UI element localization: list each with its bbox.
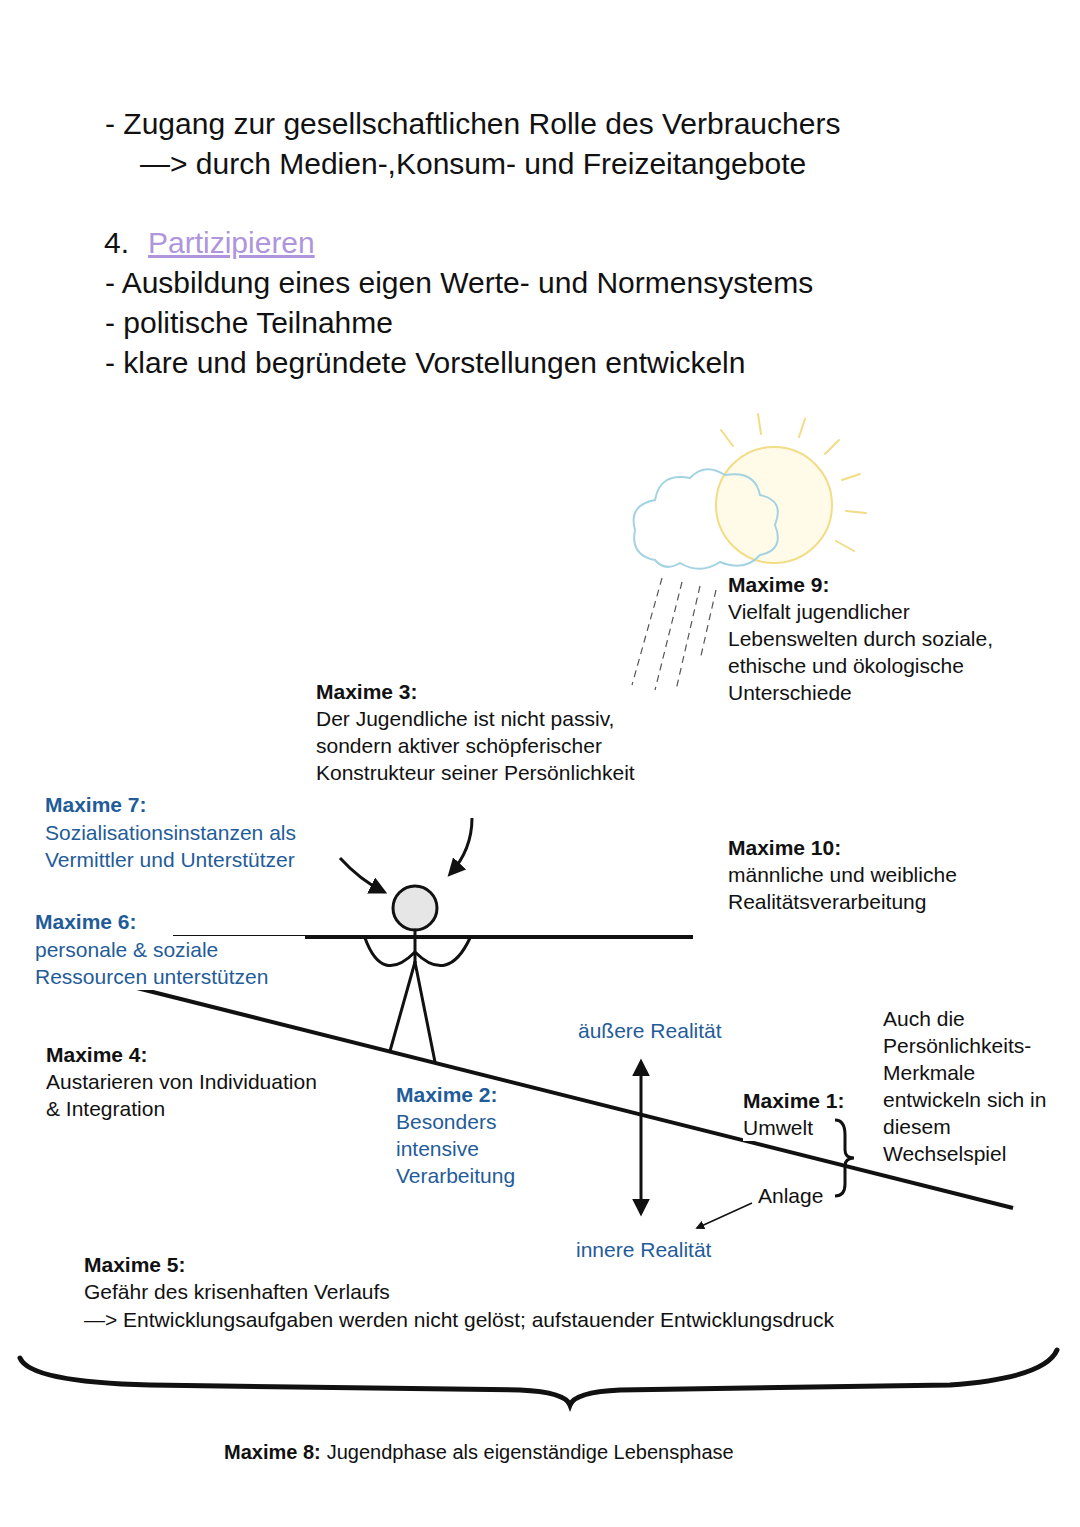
rain-line xyxy=(632,578,662,685)
sun-ray xyxy=(842,474,860,480)
figure-body xyxy=(414,930,417,962)
rain-line xyxy=(676,586,700,690)
text-label: personale & soziale Ressourcen unterstüt… xyxy=(35,936,305,990)
text-label: —> Entwicklungsaufgaben werden nicht gel… xyxy=(84,1306,834,1333)
sun-ray xyxy=(721,430,733,446)
double-arrow xyxy=(640,1062,643,1213)
text-label: Austarieren von Individuation & Integrat… xyxy=(46,1068,326,1122)
text-label: —> durch Medien-,Konsum- und Freizeitang… xyxy=(140,144,806,184)
maxim-heading: Maxime 7: xyxy=(45,791,147,818)
maxim-heading: Maxime 8: xyxy=(224,1439,321,1465)
cloud xyxy=(634,469,778,569)
text-label: Gefähr des krisenhaften Verlaufs xyxy=(84,1278,390,1305)
leader-arrow xyxy=(697,1203,752,1228)
maxim-heading: Maxime 3: xyxy=(316,678,418,705)
text-label: Anlage xyxy=(758,1182,823,1209)
text-label: innere Realität xyxy=(576,1236,711,1263)
text-label: - politische Teilnahme xyxy=(105,303,393,343)
rain xyxy=(632,578,716,690)
maxim-heading: Maxime 2: xyxy=(396,1081,498,1108)
text-label: - Ausbildung eines eigen Werte- und Norm… xyxy=(105,263,813,303)
text-label: Vielfalt jugendlicher Lebenswelten durch… xyxy=(728,598,1038,706)
text-label: Sozialisationsinstanzen als Vermittler u… xyxy=(45,819,335,873)
maxim-heading: Maxime 6: xyxy=(35,908,137,935)
text-label: Umwelt xyxy=(743,1114,813,1141)
big-brace xyxy=(20,1350,1057,1405)
text-label: 4. xyxy=(104,223,129,263)
figure-arms xyxy=(365,938,470,966)
sun-ray xyxy=(799,419,805,437)
text-label: - Zugang zur gesellschaftlichen Rolle de… xyxy=(105,104,840,144)
maxim-heading: Maxime 9: xyxy=(728,571,830,598)
sun xyxy=(716,447,832,563)
rain-line xyxy=(700,590,716,660)
text-label: äußere Realität xyxy=(578,1017,722,1044)
pointer-arrow xyxy=(340,858,384,892)
maxim-heading: Maxime 10: xyxy=(728,834,841,861)
sun-ray xyxy=(846,511,866,513)
sun-ray xyxy=(825,440,839,454)
text-label: Partizipieren xyxy=(148,223,315,263)
sun-ray xyxy=(758,414,761,434)
text-label: Auch die Persönlichkeits- Merkmale entwi… xyxy=(883,1005,1073,1167)
maxim-heading: Maxime 4: xyxy=(46,1041,148,1068)
figure-head xyxy=(393,886,437,930)
pointer-arrow xyxy=(450,818,472,874)
sun-rays xyxy=(721,414,866,551)
maxim-heading: Maxime 5: xyxy=(84,1251,186,1278)
figure-leg xyxy=(415,962,435,1062)
maxim-heading: Maxime 1: xyxy=(743,1087,845,1114)
text-label: Der Jugendliche ist nicht passiv, sonder… xyxy=(316,705,656,786)
text-label: Jugendphase als eigenständige Lebensphas… xyxy=(327,1439,734,1465)
stick-figure xyxy=(365,886,470,1062)
figure-leg xyxy=(390,962,415,1051)
text-label: - klare und begründete Vorstellungen ent… xyxy=(105,343,745,383)
brace xyxy=(835,1120,854,1196)
rain-line xyxy=(655,582,682,690)
text-label: Besonders intensive Verarbeitung xyxy=(396,1108,536,1189)
sun-ray xyxy=(836,541,854,551)
text-label: männliche und weibliche Realitätsverarbe… xyxy=(728,861,993,915)
